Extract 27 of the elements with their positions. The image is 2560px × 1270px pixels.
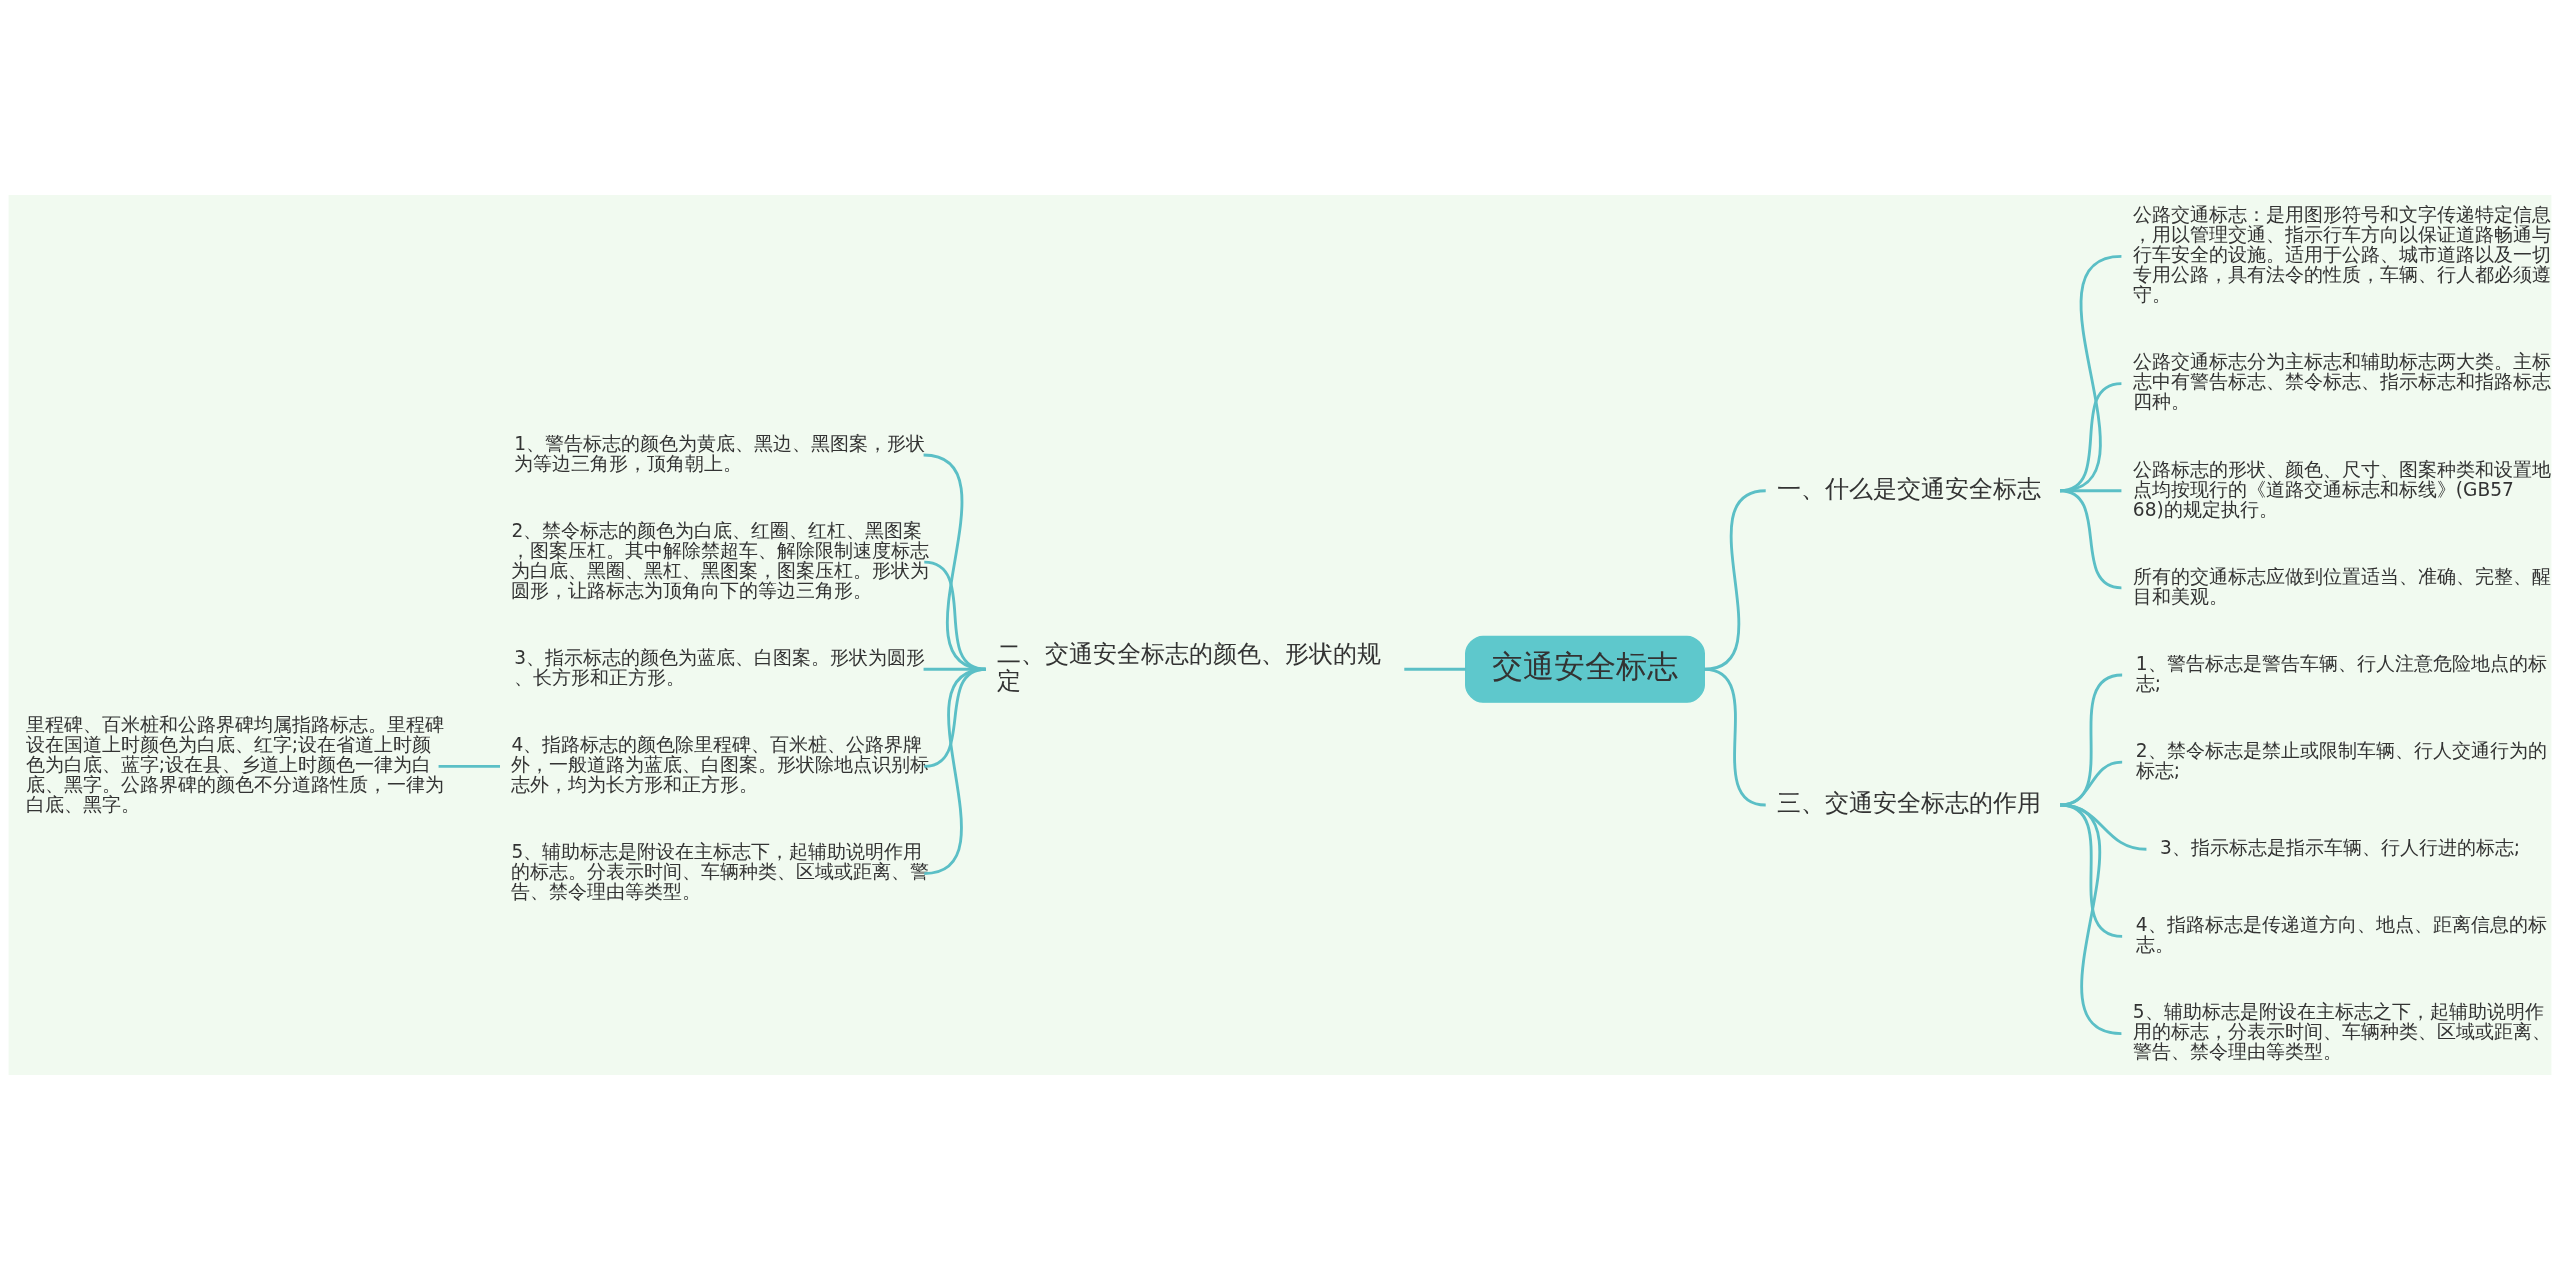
node-text: 3、指示标志是指示车辆、行人行进的标志; [2160, 837, 2521, 859]
node-text: 3、指示标志的颜色为蓝底、白图案。形状为圆形、长方形和正方形。 [514, 647, 926, 689]
node-text: 一、什么是交通安全标志 [1777, 473, 2042, 503]
connector [2059, 489, 2122, 590]
connector [924, 667, 986, 875]
node-text: 4、指路标志是传递道方向、地点、距离信息的标志。 [2135, 914, 2547, 956]
node-text: 1、警告标志是警告车辆、行人注意危险地点的标志; [2135, 652, 2547, 694]
connector [2059, 673, 2123, 807]
connector [2059, 760, 2123, 807]
node-text: 二、交通安全标志的颜色、形状的规定 [997, 638, 1382, 695]
node-text: 公路标志的形状、颜色、尺寸、图案种类和设置地点均按现行的《道路交通标志和标线》(GB5768)的规定执行。 [2132, 458, 2551, 520]
node-text: 所有的交通标志应做到位置适当、准确、完整、醒目和美观。 [2132, 565, 2551, 607]
node-text: 2、禁令标志是禁止或限制车辆、行人交通行为的标志; [2135, 740, 2547, 781]
node-text: 公路交通标志：是用图形符号和文字传递特定信息，用以管理交通、指示行车方向以保证道路畅通与行车安全的设施。适用于公路、城市道路以及一切专用公路，具有法令的性质，车辆、行人都必须遵守。 [2132, 204, 2551, 306]
node-box: 交通安全标志 [1465, 635, 1705, 703]
node-text: 里程碑、百米桩和公路界碑均属指路标志。里程碑设在国道上时颜色为白底、红字;设在省道上时颜色为白底、蓝字;设在县、乡道上时颜色一律为白底、黑字。公路界碑的颜色不分道路性质，一律为白底、黑字。 [25, 714, 444, 816]
connector [438, 765, 500, 768]
connector [2059, 803, 2122, 1035]
node-text: 4、指路标志的颜色除里程碑、百米桩、公路界牌外，一般道路为蓝底、白图案。形状除地点识别标志外，均为长方形和正方形。 [511, 734, 930, 796]
node-text: 三、交通安全标志的作用 [1777, 787, 2042, 817]
node-text: 5、辅助标志是附设在主标志之下，起辅助说明作用的标志，分表示时间、车辆种类、区域或距离、警告、禁令理由等类型。 [2132, 1001, 2551, 1063]
node-text: 5、辅助标志是附设在主标志下，起辅助说明作用的标志。分表示时间、车辆种类、区域或距离、警告、禁令理由等类型。 [511, 841, 930, 903]
connector [1704, 667, 1766, 807]
node-text: 2、禁令标志的颜色为白底、红圈、红杠、黑图案，图案压杠。其中解除禁超车、解除限制速度标志为白底、黑圈、黑杠、黑图案，图案压杠。形状为圆形，让路标志为顶角向下的等边三角形。 [511, 520, 930, 601]
connector [1404, 667, 1466, 671]
node-text: 1、警告标志的颜色为黄底、黑边、黑图案，形状为等边三角形，顶角朝上。 [514, 432, 926, 474]
node-text: 公路交通标志分为主标志和辅助标志两大类。主标志中有警告标志、禁令标志、指示标志和指路标志四种。 [2132, 351, 2551, 413]
